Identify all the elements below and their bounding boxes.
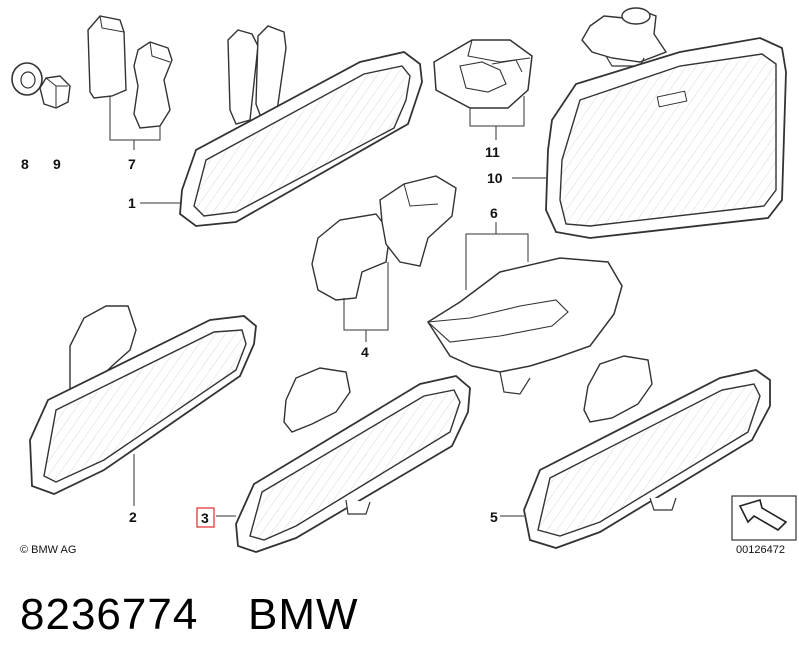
orientation-arrow-icon [731,495,797,541]
copyright-label: © BMW AG [20,544,76,556]
callout-1[interactable]: 1 [128,195,136,211]
callout-9[interactable]: 9 [53,156,61,172]
part-3-mirror [216,367,471,553]
diagram-id-label: 00126472 [736,544,785,556]
callout-7[interactable]: 7 [128,156,136,172]
part-2-mirror [29,305,257,506]
callout-3-highlight[interactable]: 3 [196,507,215,528]
part-6-housing [426,222,623,395]
part-10-mirror [512,7,787,239]
part-4-housing [311,175,457,342]
callout-8[interactable]: 8 [21,156,29,172]
callout-2[interactable]: 2 [129,509,137,525]
callout-11[interactable]: 11 [485,144,500,160]
callout-6[interactable]: 6 [490,205,498,221]
brand-name: BMW [248,590,359,639]
callout-3[interactable]: 3 [201,510,209,526]
part-number: 8236774 [20,590,199,639]
part-8-washer [11,62,43,96]
part-7-covers [87,15,173,150]
callout-5[interactable]: 5 [490,509,498,525]
callout-4[interactable]: 4 [361,344,369,360]
part-9-cap [39,75,71,109]
part-5-mirror [500,355,771,549]
callout-10[interactable]: 10 [487,170,503,186]
part-1-mirror [140,25,423,227]
part-11-bracket [433,39,533,140]
